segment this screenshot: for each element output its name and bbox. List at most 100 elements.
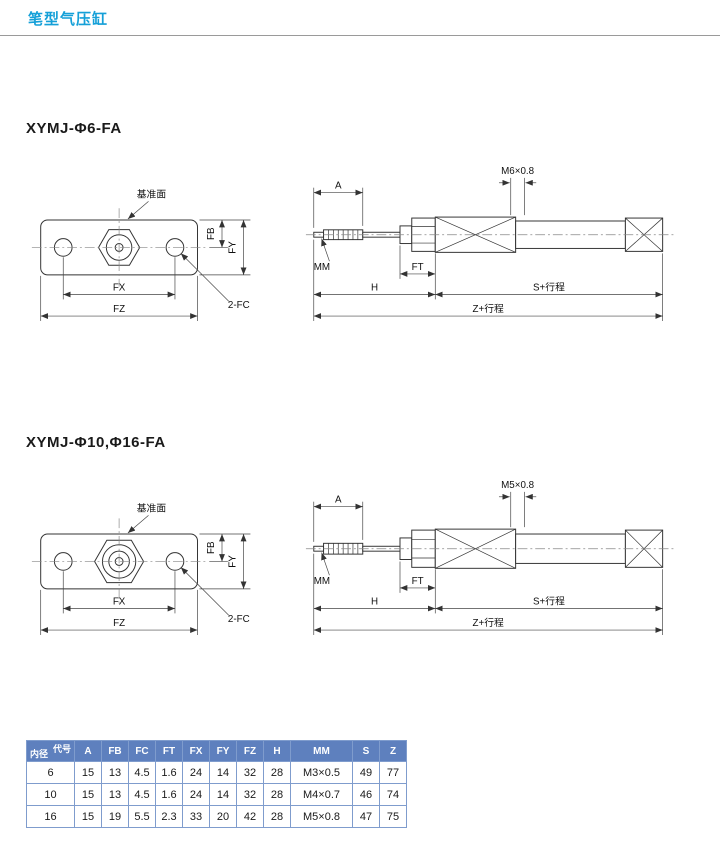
dim-ft-label: FT <box>412 576 424 587</box>
cell-fx: 24 <box>182 761 210 784</box>
cell-fz: 32 <box>236 761 264 784</box>
rod-thread-label: MM <box>314 262 330 273</box>
dim-fz-label: FZ <box>113 304 125 315</box>
dim-fb-label: FB <box>206 227 217 240</box>
dim-fx-label: FX <box>113 283 126 294</box>
bore-code: 10 <box>26 783 75 806</box>
dim-h-label: H <box>371 597 378 608</box>
head-cross <box>435 528 516 569</box>
corner-label-bottom: 内径 <box>30 749 49 759</box>
centerlines <box>31 208 209 287</box>
col-header-fy: FY <box>209 740 237 762</box>
datum-label: 基准面 <box>137 501 167 514</box>
port-thread-label: M5×0.8 <box>501 480 535 491</box>
col-header-fx: FX <box>182 740 210 762</box>
dim-z-label: Z+行程 <box>473 302 505 315</box>
cell-fy: 20 <box>209 805 237 828</box>
col-header-mm: MM <box>290 740 353 762</box>
centerlines <box>31 518 209 605</box>
cell-z: 74 <box>379 783 407 806</box>
cell-fb: 13 <box>101 783 129 806</box>
cell-a: 15 <box>74 805 102 828</box>
side-view-drawing-phi10-16: A M5×0.8 MM FT H S+行程 Z+行程 <box>305 480 675 635</box>
col-header-fz: FZ <box>236 740 264 762</box>
cell-h: 28 <box>263 783 291 806</box>
hole-callout-label: 2-FC <box>228 300 250 311</box>
page-header: 笔型气压缸 <box>0 0 720 36</box>
cell-fx: 24 <box>182 783 210 806</box>
cell-fy: 14 <box>209 761 237 784</box>
cell-s: 47 <box>352 805 380 828</box>
col-header-ft: FT <box>155 740 183 762</box>
cell-ft: 1.6 <box>155 783 183 806</box>
dim-fx-label: FX <box>113 597 126 608</box>
cell-s: 46 <box>352 783 380 806</box>
mounting-hole-right <box>165 238 185 257</box>
dim-a-label: A <box>335 495 342 506</box>
dim-z-label: Z+行程 <box>473 616 505 629</box>
dim-h-label: H <box>371 283 378 294</box>
dimension-lines <box>40 515 251 635</box>
cell-ft: 2.3 <box>155 805 183 828</box>
bore-code: 6 <box>26 761 75 784</box>
dim-s-label: S+行程 <box>533 281 565 294</box>
col-header-h: H <box>263 740 291 762</box>
table-header-row: 代号 内径 A FB FC FT FX FY FZ H MM S Z <box>26 740 407 762</box>
corner-label-top: 代号 <box>52 744 71 754</box>
side-view-drawing-phi6: A M6×0.8 MM FT H S+行程 Z+行程 <box>305 166 675 321</box>
dim-fy-label: FY <box>228 555 239 568</box>
cell-mm: M3×0.5 <box>290 761 353 784</box>
table-row-bore10: 10 15 13 4.5 1.6 24 14 32 28 M4×0.7 46 7… <box>26 783 407 806</box>
dim-fy-label: FY <box>228 241 239 254</box>
cell-h: 28 <box>263 805 291 828</box>
dimension-table: 代号 内径 A FB FC FT FX FY FZ H MM S Z <box>26 740 407 828</box>
cell-mm: M5×0.8 <box>290 805 353 828</box>
drawings-row-phi10-16: 基准面 FB FY FX FZ 2-FC <box>26 475 694 644</box>
cell-fc: 5.5 <box>128 805 156 828</box>
dim-ft-label: FT <box>412 262 424 273</box>
mounting-hole-right <box>165 552 185 571</box>
col-header-fb: FB <box>101 740 129 762</box>
head-cross <box>435 216 516 253</box>
dimension-lines <box>40 201 251 321</box>
col-header-z: Z <box>379 740 407 762</box>
cell-z: 77 <box>379 761 407 784</box>
cell-a: 15 <box>74 783 102 806</box>
dimension-lines <box>313 177 663 321</box>
dim-s-label: S+行程 <box>533 595 565 608</box>
cell-fx: 33 <box>182 805 210 828</box>
cell-z: 75 <box>379 805 407 828</box>
cell-h: 28 <box>263 761 291 784</box>
col-header-s: S <box>352 740 380 762</box>
cell-mm: M4×0.7 <box>290 783 353 806</box>
dimension-lines <box>313 491 663 635</box>
nut-facets <box>411 539 436 559</box>
col-header-fc: FC <box>128 740 156 762</box>
dim-a-label: A <box>335 181 342 192</box>
cell-a: 15 <box>74 761 102 784</box>
bore-code: 16 <box>26 805 75 828</box>
cell-fb: 13 <box>101 761 129 784</box>
cell-fz: 42 <box>236 805 264 828</box>
col-header-a: A <box>74 740 102 762</box>
table-row-bore16: 16 15 19 5.5 2.3 33 20 42 28 M5×0.8 47 7… <box>26 805 407 828</box>
table-corner-header: 代号 内径 <box>26 740 75 762</box>
page-content: XYMJ-Φ6-FA <box>0 120 720 828</box>
cell-s: 49 <box>352 761 380 784</box>
model-heading-phi6: XYMJ-Φ6-FA <box>26 120 122 137</box>
nut-facets <box>411 226 436 244</box>
port-thread-label: M6×0.8 <box>501 166 535 177</box>
cell-ft: 1.6 <box>155 761 183 784</box>
table-row-bore6: 6 15 13 4.5 1.6 24 14 32 28 M3×0.5 49 77 <box>26 761 407 784</box>
dim-fb-label: FB <box>206 541 217 554</box>
dim-fz-label: FZ <box>113 618 125 629</box>
model-heading-phi10-16: XYMJ-Φ10,Φ16-FA <box>26 434 166 451</box>
cell-fy: 14 <box>209 783 237 806</box>
hole-callout-label: 2-FC <box>228 614 250 625</box>
page-title: 笔型气压缸 <box>28 11 109 28</box>
cell-fc: 4.5 <box>128 761 156 784</box>
cell-fz: 32 <box>236 783 264 806</box>
front-view-drawing-phi10-16: 基准面 FB FY FX FZ 2-FC <box>31 501 251 635</box>
cell-fc: 4.5 <box>128 783 156 806</box>
